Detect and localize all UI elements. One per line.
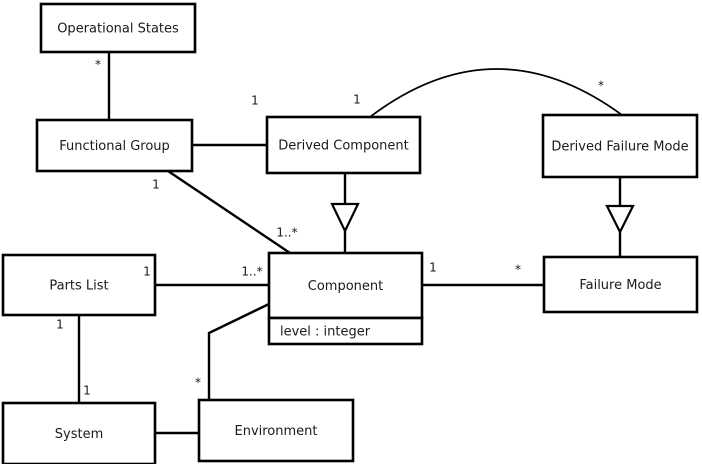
mult-component-fm-one: 1: [429, 261, 437, 275]
class-box-rect-operational-states: [39, 2, 197, 54]
class-box-failure-mode[interactable]: Failure Mode: [542, 255, 699, 314]
class-box-derived-failure-mode[interactable]: Derived Failure Mode: [541, 113, 699, 179]
gen-derived-component-component[interactable]: [330, 173, 360, 253]
class-box-system[interactable]: System: [1, 401, 157, 464]
class-box-parts-list[interactable]: Parts List: [1, 253, 157, 317]
mult-dc-dfm-star: *: [598, 79, 604, 93]
generalization-layer: [330, 173, 635, 257]
mult-system-parts-list: 1: [83, 384, 91, 398]
class-attribute-component: level : integer: [280, 325, 371, 340]
class-name-operational-states: Operational States: [57, 22, 179, 37]
class-box-functional-group[interactable]: Functional Group: [35, 118, 194, 173]
gen-derived-failure-mode-failure-mode[interactable]: [605, 177, 635, 257]
class-name-system: System: [55, 427, 103, 442]
link-functional-group-component[interactable]: [167, 170, 291, 254]
class-name-derived-component: Derived Component: [278, 139, 409, 154]
link-component-environment[interactable]: [207, 302, 270, 400]
class-box-rect-derived-failure-mode: [541, 113, 699, 179]
mult-op-states-fg: *: [95, 58, 101, 72]
mult-fg-derived-component: 1: [251, 94, 259, 108]
class-box-environment[interactable]: Environment: [197, 398, 355, 463]
class-box-operational-states[interactable]: Operational States: [39, 2, 197, 54]
class-name-environment: Environment: [234, 424, 317, 439]
mult-environment-star: *: [195, 376, 201, 390]
class-box-rect-derived-component: [265, 115, 422, 175]
association-layer: [77, 52, 544, 435]
mult-fg-component: 1: [152, 178, 160, 192]
mult-fg-component-many: 1..*: [276, 226, 297, 240]
class-box-derived-component[interactable]: Derived Component: [265, 115, 422, 175]
class-box-rect-environment: [197, 398, 355, 463]
mult-component-many: 1..*: [241, 265, 262, 279]
class-name-functional-group: Functional Group: [59, 139, 170, 154]
mult-failure-mode-star: *: [515, 263, 521, 277]
class-box-rect-failure-mode: [542, 255, 699, 314]
class-name-component: Component: [308, 279, 383, 294]
class-box-rect-functional-group: [35, 118, 194, 173]
class-attr-rect-component: [267, 316, 424, 346]
gen-derived-component-component-triangle-icon: [330, 202, 360, 234]
mult-fg-dc-near-fg: 1: [353, 93, 361, 107]
class-box-component[interactable]: Component level : integer: [267, 251, 424, 346]
link-derived-component-derived-failure-mode[interactable]: [369, 68, 623, 118]
mult-parts-list-system: 1: [56, 318, 64, 332]
class-name-parts-list: Parts List: [49, 279, 108, 294]
mult-parts-list-one: 1: [143, 265, 151, 279]
class-name-derived-failure-mode: Derived Failure Mode: [551, 140, 688, 155]
arc-association-layer: [369, 68, 623, 118]
class-box-rect-system: [1, 401, 157, 464]
class-name-failure-mode: Failure Mode: [579, 278, 661, 293]
multiplicity-label-layer: * 1 1 * 1 1..* 1 1..* 1 * 1 1 *: [56, 58, 604, 398]
class-box-rect-parts-list: [1, 253, 157, 317]
class-box-rect-component: [267, 251, 424, 320]
gen-derived-failure-mode-failure-mode-triangle-icon: [605, 204, 635, 235]
